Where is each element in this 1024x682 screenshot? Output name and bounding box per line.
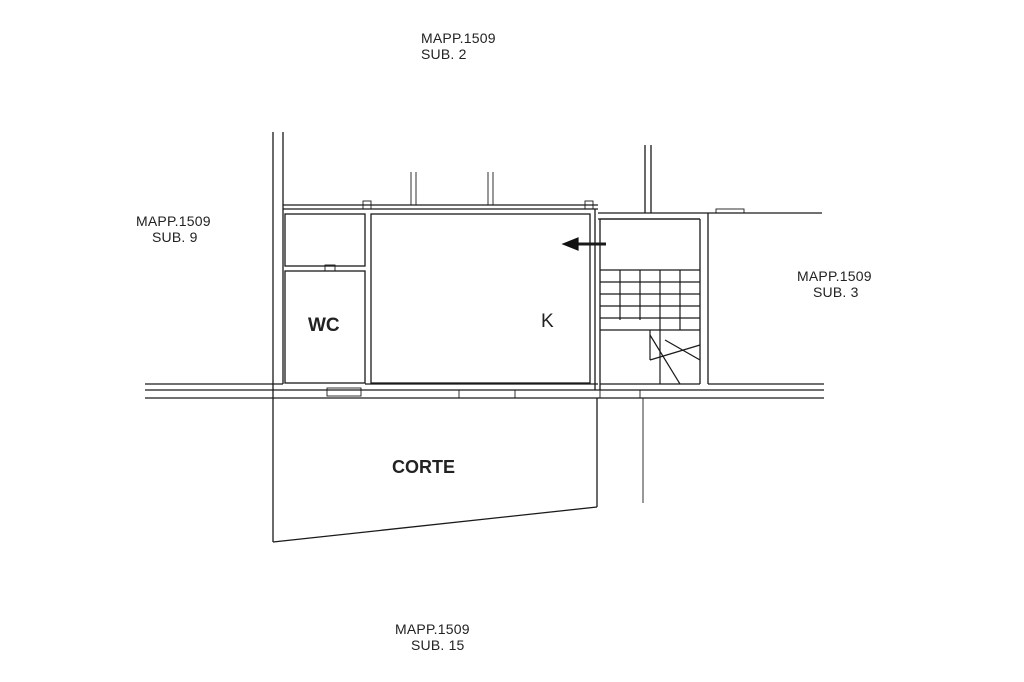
storage-room	[284, 213, 366, 267]
parcel-left-sub: SUB. 9	[152, 229, 198, 246]
parcel-bottom-sub: SUB. 15	[411, 637, 465, 654]
room-label-kitchen: K	[541, 311, 554, 332]
parcel-top-sub: SUB. 2	[421, 46, 467, 63]
corte-boundary	[272, 506, 598, 543]
parcel-top-mapp: MAPP.1509	[421, 30, 496, 46]
parcel-right-mapp: MAPP.1509	[797, 268, 872, 284]
staircase	[600, 269, 701, 385]
parcel-label-top: MAPP.1509 SUB. 2	[421, 30, 496, 62]
parcel-left-mapp: MAPP.1509	[136, 213, 211, 229]
room-label-corte: CORTE	[392, 457, 455, 477]
entrance-arrow-icon	[561, 237, 606, 251]
parcel-label-right: MAPP.1509 SUB. 3	[797, 268, 872, 300]
wc-room	[284, 270, 366, 384]
kitchen-room	[370, 213, 591, 384]
parcel-label-left: MAPP.1509 SUB. 9	[136, 213, 211, 245]
parcel-label-bottom: MAPP.1509 SUB. 15	[395, 621, 470, 653]
parcel-right-sub: SUB. 3	[813, 284, 859, 301]
parcel-bottom-mapp: MAPP.1509	[395, 621, 470, 637]
room-label-wc: WC	[308, 315, 340, 336]
